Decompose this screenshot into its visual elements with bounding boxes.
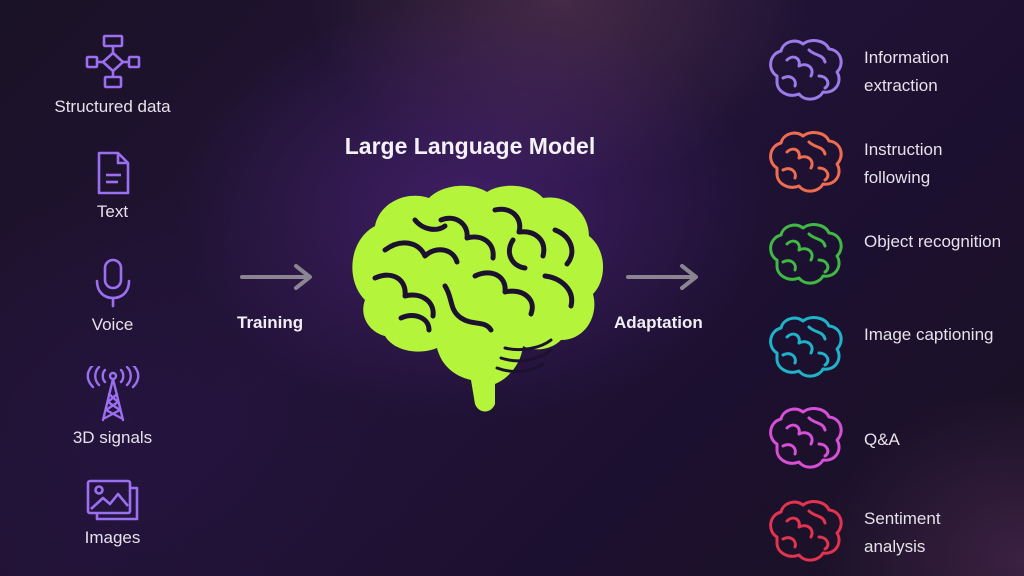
output-label: Object recognition bbox=[864, 232, 1002, 251]
training-label: Training bbox=[237, 313, 304, 332]
input-text: Text bbox=[30, 150, 195, 222]
document-icon bbox=[97, 151, 129, 195]
input-label: Voice bbox=[91, 315, 134, 334]
output-image-captioning: Image captioning bbox=[765, 313, 1005, 383]
output-instruction-following: Instruction following bbox=[765, 128, 1005, 198]
flowchart-icon bbox=[85, 34, 140, 89]
adaptation-arrow bbox=[626, 264, 698, 290]
output-information-extraction: Information extraction bbox=[765, 36, 1005, 106]
brain-outline-icon bbox=[769, 223, 843, 285]
brain-outline-icon bbox=[769, 39, 843, 101]
output-label: Image captioning bbox=[864, 325, 994, 344]
input-structured-data: Structured data bbox=[30, 33, 195, 117]
input-label: Text bbox=[96, 202, 129, 221]
adaptation-label: Adaptation bbox=[614, 313, 703, 332]
output-object-recognition: Object recognition bbox=[765, 220, 1005, 290]
input-label: Images bbox=[84, 528, 141, 547]
training-arrow bbox=[240, 264, 312, 290]
output-label: Q&A bbox=[864, 430, 900, 449]
antenna-tower-icon bbox=[86, 366, 139, 422]
output-label: Sentiment analysis bbox=[864, 509, 941, 556]
diagram-title: Large Language Model bbox=[344, 133, 596, 159]
input-label: Structured data bbox=[54, 97, 171, 116]
brain-outline-icon bbox=[769, 407, 843, 469]
brain-icon bbox=[352, 185, 604, 412]
input-images: Images bbox=[30, 478, 195, 548]
output-label: Instruction following bbox=[864, 140, 943, 187]
microphone-icon bbox=[95, 258, 130, 308]
brain-outline-icon bbox=[769, 316, 843, 378]
images-icon bbox=[86, 479, 138, 521]
input-label: 3D signals bbox=[72, 428, 153, 447]
output-sentiment-analysis: Sentiment analysis bbox=[765, 497, 1005, 567]
output-qa: Q&A bbox=[765, 404, 1005, 474]
brain-outline-icon bbox=[769, 131, 843, 193]
output-label: Information extraction bbox=[864, 48, 950, 95]
input-3d-signals: 3D signals bbox=[30, 366, 195, 448]
brain-outline-icon bbox=[769, 500, 843, 562]
input-voice: Voice bbox=[30, 257, 195, 335]
